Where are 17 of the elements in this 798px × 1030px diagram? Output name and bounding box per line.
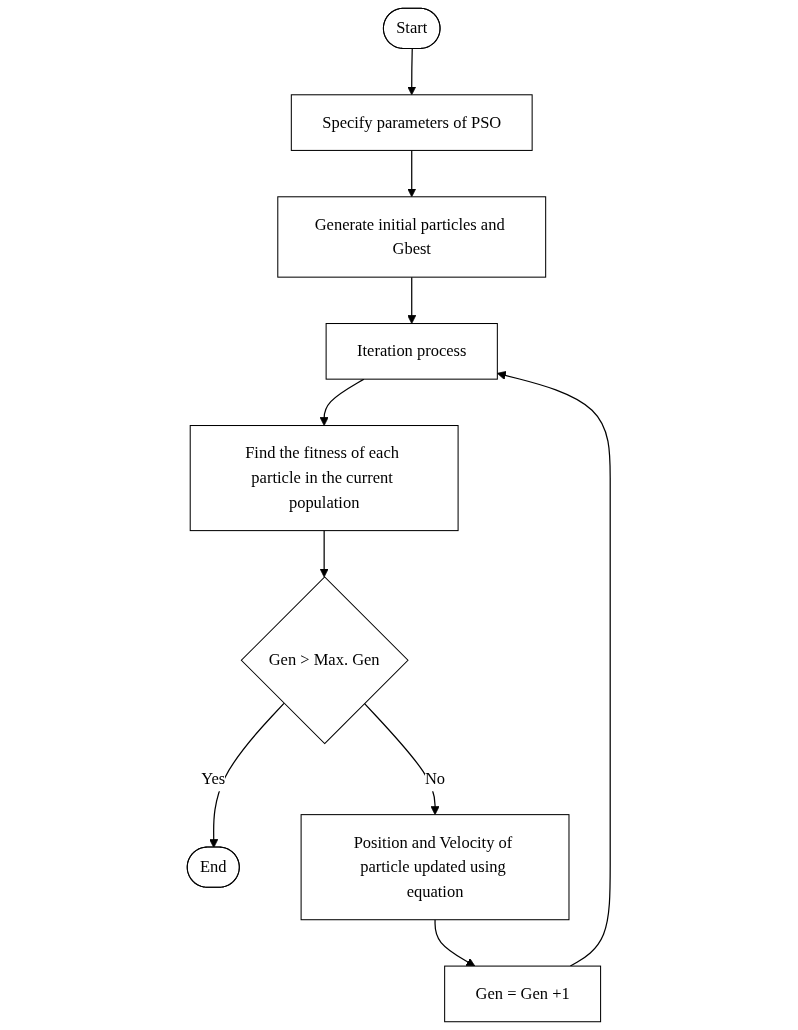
arrow xyxy=(209,702,285,849)
node-diamond: Gen > Max. Gen xyxy=(240,576,409,745)
node-box: Position and Velocity of particle updated using equation xyxy=(300,814,570,921)
arrow xyxy=(407,149,417,198)
node-box: Specify parameters of PSO xyxy=(291,94,533,151)
node-box: Generate initial particles and Gbest xyxy=(277,196,547,278)
arrow xyxy=(497,371,612,967)
arrow xyxy=(319,378,365,426)
arrow xyxy=(319,530,329,578)
node-box: Iteration process xyxy=(325,323,499,380)
node-box: Find the fitness of each particle in the current population xyxy=(189,425,459,532)
edge-label: No xyxy=(425,769,446,788)
arrow xyxy=(407,48,417,96)
node-box: Gen = Gen +1 xyxy=(444,965,602,1023)
arrow xyxy=(407,276,417,324)
arrow xyxy=(434,919,476,967)
edge-label: Yes xyxy=(201,769,226,788)
